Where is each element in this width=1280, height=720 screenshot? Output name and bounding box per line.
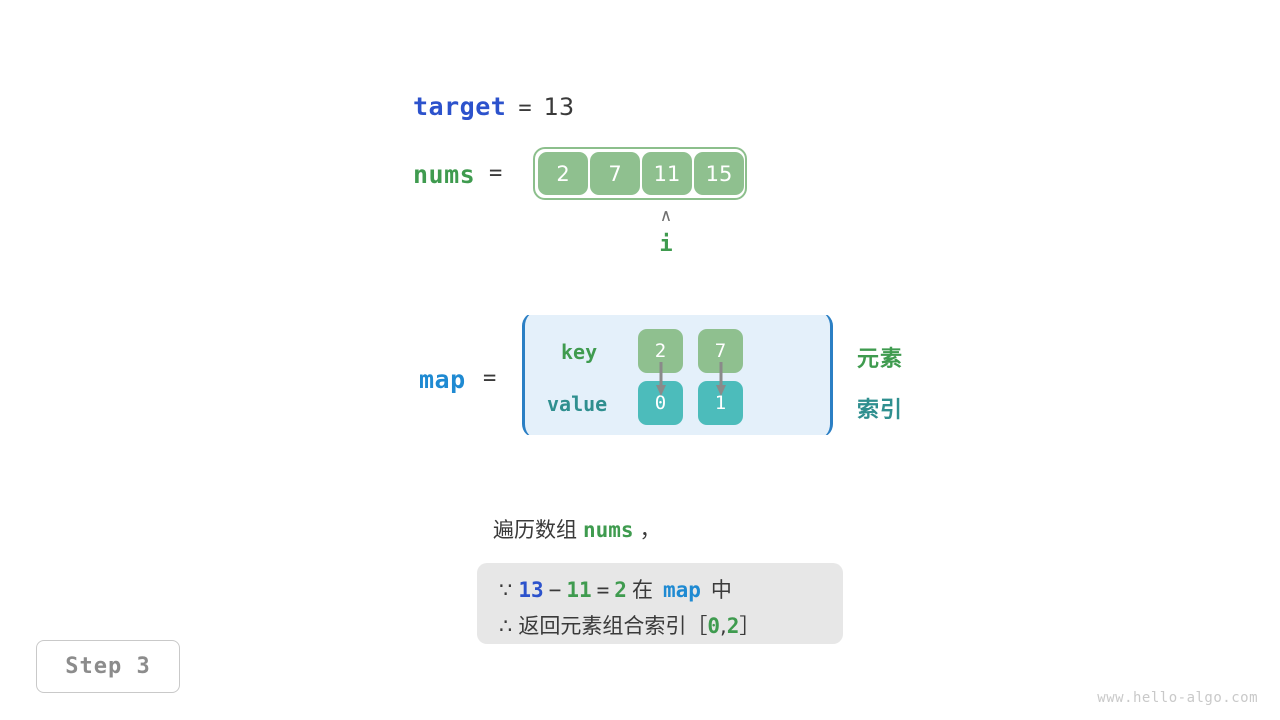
caption-code-nums: nums	[583, 518, 634, 542]
note-in-word: 在	[631, 578, 653, 602]
array-cell[interactable]: 11	[642, 152, 692, 195]
note-bracket-open: ［	[686, 614, 708, 638]
map-equals-sign: =	[483, 366, 497, 391]
watermark: www.hello-algo.com	[1097, 690, 1258, 706]
array-cell[interactable]: 15	[694, 152, 744, 195]
key-to-value-arrow-icon	[716, 362, 726, 396]
nums-variable-name: nums	[413, 160, 476, 189]
note-current-value: 11	[566, 578, 592, 602]
map-key-row-label: key	[561, 340, 598, 364]
note-complement-value: 2	[614, 578, 627, 602]
note-inside-word: 中	[710, 578, 732, 602]
hash-map-container: key value 2 7 0 1	[521, 308, 834, 442]
note-target-value: 13	[518, 578, 544, 602]
note-result-comma: ,	[720, 614, 727, 638]
target-assignment: target = 13	[413, 92, 574, 121]
note-result-index-1: 2	[726, 614, 740, 638]
target-variable-name: target	[413, 92, 507, 121]
because-symbol-icon: ∵	[499, 578, 513, 602]
target-equals-sign: =	[518, 96, 532, 121]
caption-suffix: ，	[639, 518, 661, 542]
note-minus-operator: −	[548, 578, 562, 602]
note-equals-operator: =	[596, 578, 610, 602]
note-bracket-close: ］	[739, 614, 761, 638]
therefore-symbol-icon: ∴	[499, 614, 513, 638]
nums-array: 2 7 11 15	[533, 147, 747, 200]
note-line-therefore: ∴返回元素组合索引［0,2］	[499, 608, 821, 644]
legend-element-label: 元素	[857, 347, 904, 372]
pointer-label-i: i	[659, 232, 673, 257]
nums-equals-sign: =	[489, 161, 503, 186]
array-cell[interactable]: 7	[590, 152, 640, 195]
map-value-row-label: value	[547, 392, 608, 416]
legend-index-label: 索引	[857, 398, 904, 423]
note-map-word: map	[662, 578, 701, 602]
target-value: 13	[543, 93, 575, 121]
array-cell[interactable]: 2	[538, 152, 588, 195]
key-to-value-arrow-icon	[656, 362, 666, 396]
map-variable-name: map	[419, 365, 466, 394]
note-result-index-0: 0	[707, 614, 721, 638]
note-return-text: 返回元素组合索引	[518, 614, 687, 638]
pointer-caret-icon: ∧	[659, 206, 673, 226]
caption-prefix: 遍历数组	[493, 518, 577, 542]
step-badge: Step 3	[36, 640, 180, 693]
